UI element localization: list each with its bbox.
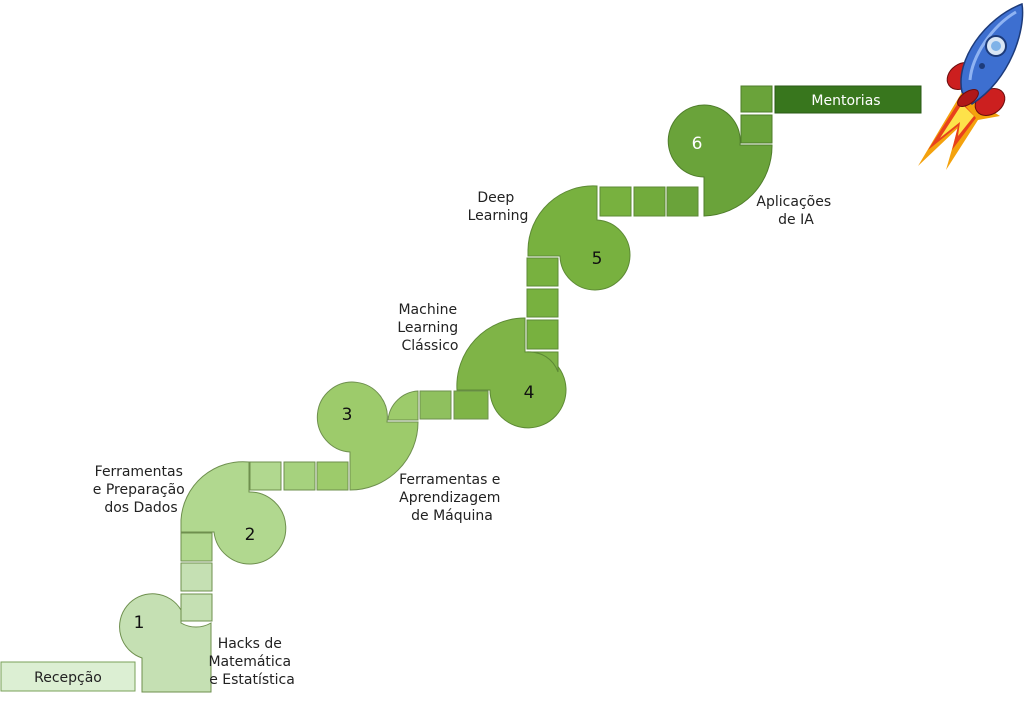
path-block bbox=[526, 288, 559, 318]
step-number: 6 bbox=[692, 134, 703, 154]
path-block bbox=[180, 532, 213, 562]
rocket-window-glass bbox=[991, 41, 1001, 51]
stage-6-swirl bbox=[667, 104, 773, 217]
step-label: Aplicações de IA bbox=[756, 194, 835, 228]
stage-4: 4 Machine Learning Clássico bbox=[397, 257, 567, 429]
step-number: 5 bbox=[592, 249, 603, 269]
path-block bbox=[453, 390, 489, 420]
step-label: Deep Learning bbox=[468, 190, 529, 224]
path-block bbox=[249, 461, 282, 491]
stage-1: 1 Hacks de Matemática e Estatística bbox=[119, 532, 295, 693]
rocket-icon bbox=[918, 2, 1024, 170]
step-number: 3 bbox=[342, 405, 353, 425]
stage-6: 6 Aplicações de IA bbox=[667, 85, 835, 228]
stage-4-connector bbox=[526, 351, 559, 373]
path-block bbox=[633, 186, 666, 217]
stage-3: 3 Ferramentas e Aprendizagem de Máquina bbox=[316, 381, 505, 524]
rocket-flame-inner bbox=[940, 104, 974, 138]
stage-3-join bbox=[387, 390, 419, 421]
path-block bbox=[740, 85, 773, 113]
rocket-nozzle bbox=[957, 89, 979, 107]
step-label: Ferramentas e Aprendizagem de Máquina bbox=[399, 472, 505, 524]
rocket-rivet bbox=[979, 63, 985, 69]
step-label: Machine Learning Clássico bbox=[397, 302, 462, 354]
step-number: 1 bbox=[134, 613, 145, 633]
stage-5: 5 Deep Learning bbox=[468, 185, 699, 291]
stage-1-swirl bbox=[119, 593, 212, 693]
start-label: Recepção bbox=[34, 670, 102, 686]
stage-2: 2 Ferramentas e Preparação dos Dados bbox=[93, 461, 349, 565]
path-block bbox=[419, 390, 452, 420]
step-label: Hacks de Matemática e Estatística bbox=[208, 636, 295, 688]
stage-2-swirl bbox=[180, 461, 287, 565]
start-box: Recepção bbox=[0, 661, 136, 692]
stage-3-swirl bbox=[316, 381, 419, 491]
step-number: 2 bbox=[245, 525, 256, 545]
path-block bbox=[526, 319, 559, 350]
path-block bbox=[666, 186, 699, 217]
path-block bbox=[526, 257, 559, 287]
path-block bbox=[283, 461, 316, 491]
path-block bbox=[740, 114, 773, 144]
end-label: Mentorias bbox=[811, 93, 880, 109]
stage-4-swirl bbox=[456, 317, 567, 429]
rocket-body-highlight bbox=[968, 10, 1017, 81]
stage-5-swirl bbox=[527, 185, 631, 291]
end-box: Mentorias bbox=[774, 85, 922, 114]
step-label: Ferramentas e Preparação dos Dados bbox=[93, 464, 189, 516]
path-block bbox=[180, 593, 213, 622]
path-block bbox=[316, 461, 349, 491]
path-block bbox=[599, 186, 632, 217]
path-block bbox=[180, 562, 213, 592]
step-number: 4 bbox=[524, 383, 535, 403]
